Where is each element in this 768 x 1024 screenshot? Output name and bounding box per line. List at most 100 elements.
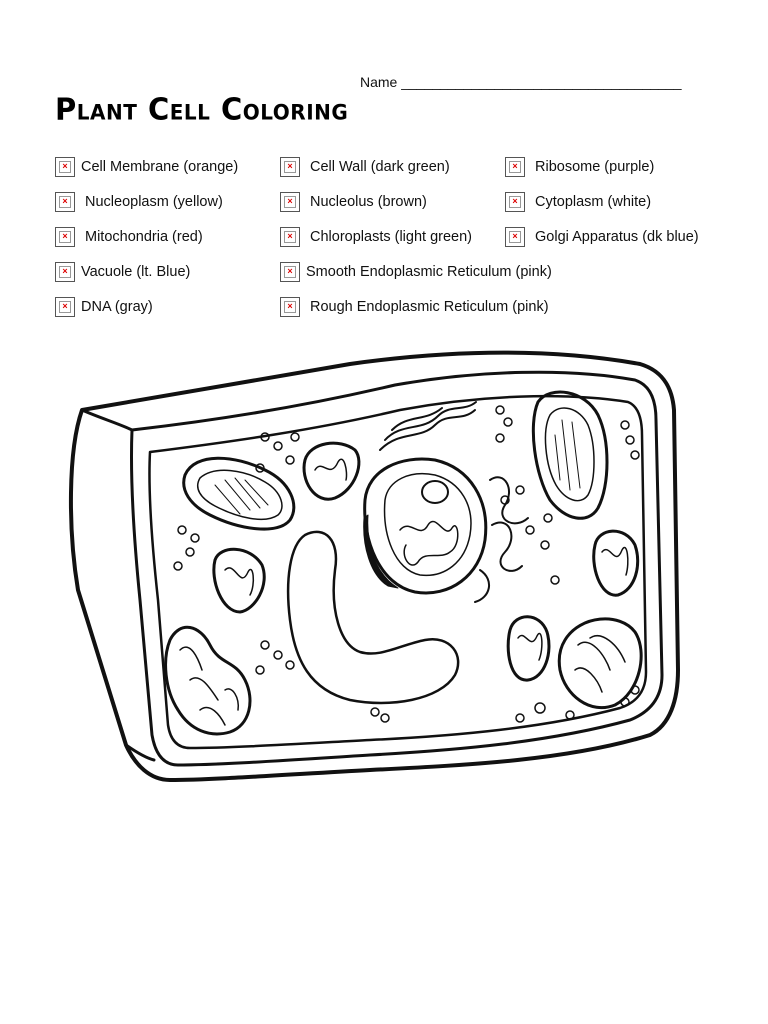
cell-wall-front-face bbox=[129, 370, 664, 767]
legend-label: Rough Endoplasmic Reticulum (pink) bbox=[310, 299, 549, 315]
legend-label: Ribosome (purple) bbox=[535, 159, 655, 175]
broken-image-icon: × bbox=[280, 227, 300, 247]
ribosome bbox=[290, 432, 300, 442]
ribosome bbox=[255, 665, 265, 675]
ribosome bbox=[620, 420, 630, 430]
legend-item-rough-er: × Rough Endoplasmic Reticulum (pink) bbox=[280, 297, 549, 317]
broken-image-icon: × bbox=[280, 157, 300, 177]
ribosome bbox=[190, 533, 200, 543]
ribosome bbox=[515, 713, 525, 723]
broken-image-icon: × bbox=[55, 192, 75, 212]
ribosome bbox=[495, 433, 505, 443]
ribosome bbox=[630, 685, 640, 695]
ribosome bbox=[543, 513, 553, 523]
chloroplast-inner bbox=[196, 469, 283, 521]
ribosome bbox=[370, 707, 380, 717]
nucleolus bbox=[421, 480, 449, 504]
legend-item-smooth-er: × Smooth Endoplasmic Reticulum (pink) bbox=[280, 262, 552, 282]
ribosome bbox=[525, 525, 535, 535]
broken-image-icon: × bbox=[505, 227, 525, 247]
cell-wall-side-edge bbox=[124, 743, 156, 762]
legend-item-cell-membrane: × Cell Membrane (orange) bbox=[55, 157, 238, 177]
broken-image-icon: × bbox=[505, 157, 525, 177]
chloroplast bbox=[531, 390, 609, 520]
broken-image-icon: × bbox=[505, 192, 525, 212]
legend-label: Mitochondria (red) bbox=[85, 229, 203, 245]
legend-label: Cytoplasm (white) bbox=[535, 194, 652, 210]
broken-image-icon: × bbox=[55, 262, 75, 282]
cell-wall-side-edge bbox=[80, 408, 134, 432]
golgi-apparatus bbox=[379, 401, 477, 451]
cell-membrane bbox=[148, 394, 648, 750]
legend-item-nucleolus: × Nucleolus (brown) bbox=[280, 192, 427, 212]
broken-image-icon: × bbox=[55, 227, 75, 247]
chloroplast bbox=[164, 625, 252, 736]
mitochondrion bbox=[302, 441, 361, 501]
legend-item-ribosome: × Ribosome (purple) bbox=[505, 157, 654, 177]
legend-item-golgi-apparatus: × Golgi Apparatus (dk blue) bbox=[505, 227, 699, 247]
legend-item-cytoplasm: × Cytoplasm (white) bbox=[505, 192, 651, 212]
chloroplast-thylakoid bbox=[214, 477, 269, 515]
ribosome bbox=[500, 495, 510, 505]
mitochondrion-cristae bbox=[517, 632, 543, 661]
ribosome bbox=[273, 441, 283, 451]
rough-er bbox=[474, 476, 529, 603]
legend-item-vacuole: × Vacuole (lt. Blue) bbox=[55, 262, 190, 282]
legend-label: DNA (gray) bbox=[81, 299, 153, 315]
chloroplast-inner bbox=[544, 407, 595, 502]
legend-label: Chloroplasts (light green) bbox=[310, 229, 472, 245]
ribosome bbox=[260, 640, 270, 650]
chloroplast-thylakoid bbox=[554, 419, 581, 491]
broken-image-icon: × bbox=[280, 262, 300, 282]
ribosome bbox=[273, 650, 283, 660]
ribosome bbox=[503, 417, 513, 427]
legend-label: Nucleolus (brown) bbox=[310, 194, 427, 210]
chloroplast bbox=[557, 617, 643, 710]
mitochondrion bbox=[212, 547, 266, 614]
mitochondrion bbox=[592, 529, 640, 597]
legend-item-mitochondria: × Mitochondria (red) bbox=[55, 227, 203, 247]
legend-item-chloroplasts: × Chloroplasts (light green) bbox=[280, 227, 472, 247]
mitochondrion-cristae bbox=[224, 567, 255, 596]
ribosome bbox=[550, 575, 560, 585]
ribosome bbox=[177, 525, 187, 535]
legend-item-dna: × DNA (gray) bbox=[55, 297, 153, 317]
cell-wall-outer bbox=[68, 350, 680, 782]
legend-item-cell-wall: × Cell Wall (dark green) bbox=[280, 157, 450, 177]
ribosomes bbox=[173, 405, 640, 723]
legend-label: Golgi Apparatus (dk blue) bbox=[535, 229, 699, 245]
ribosome bbox=[565, 710, 575, 720]
broken-image-icon: × bbox=[55, 297, 75, 317]
ribosome bbox=[495, 405, 505, 415]
ribosome bbox=[285, 455, 295, 465]
ribosome bbox=[630, 450, 640, 460]
legend-label: Nucleoplasm (yellow) bbox=[85, 194, 223, 210]
mitochondrion-cristae bbox=[601, 546, 629, 576]
mitochondrion bbox=[506, 615, 551, 682]
plant-cell-diagram bbox=[68, 350, 680, 782]
broken-image-icon: × bbox=[280, 192, 300, 212]
ribosome bbox=[260, 432, 270, 442]
ribosome bbox=[173, 561, 183, 571]
legend-item-nucleoplasm: × Nucleoplasm (yellow) bbox=[55, 192, 223, 212]
nucleus-shadow bbox=[363, 514, 399, 589]
smooth-er bbox=[286, 530, 460, 705]
dna bbox=[399, 520, 459, 566]
legend-label: Vacuole (lt. Blue) bbox=[81, 264, 191, 280]
ribosome bbox=[620, 697, 630, 707]
name-field[interactable]: Name ___________________________________… bbox=[360, 74, 682, 90]
broken-image-icon: × bbox=[55, 157, 75, 177]
chloroplast bbox=[182, 456, 296, 531]
ribosome bbox=[534, 702, 546, 714]
ribosome bbox=[255, 463, 265, 473]
mitochondrion-cristae bbox=[314, 458, 348, 481]
ribosome bbox=[540, 540, 550, 550]
nucleus bbox=[363, 457, 488, 595]
legend-label: Cell Wall (dark green) bbox=[310, 159, 450, 175]
chloroplast-thylakoid bbox=[574, 635, 626, 693]
legend-label: Smooth Endoplasmic Reticulum (pink) bbox=[306, 264, 552, 280]
legend-label: Cell Membrane (orange) bbox=[81, 159, 239, 175]
broken-image-icon: × bbox=[280, 297, 300, 317]
page-title: Plant Cell Coloring bbox=[55, 91, 349, 127]
ribosome bbox=[285, 660, 295, 670]
